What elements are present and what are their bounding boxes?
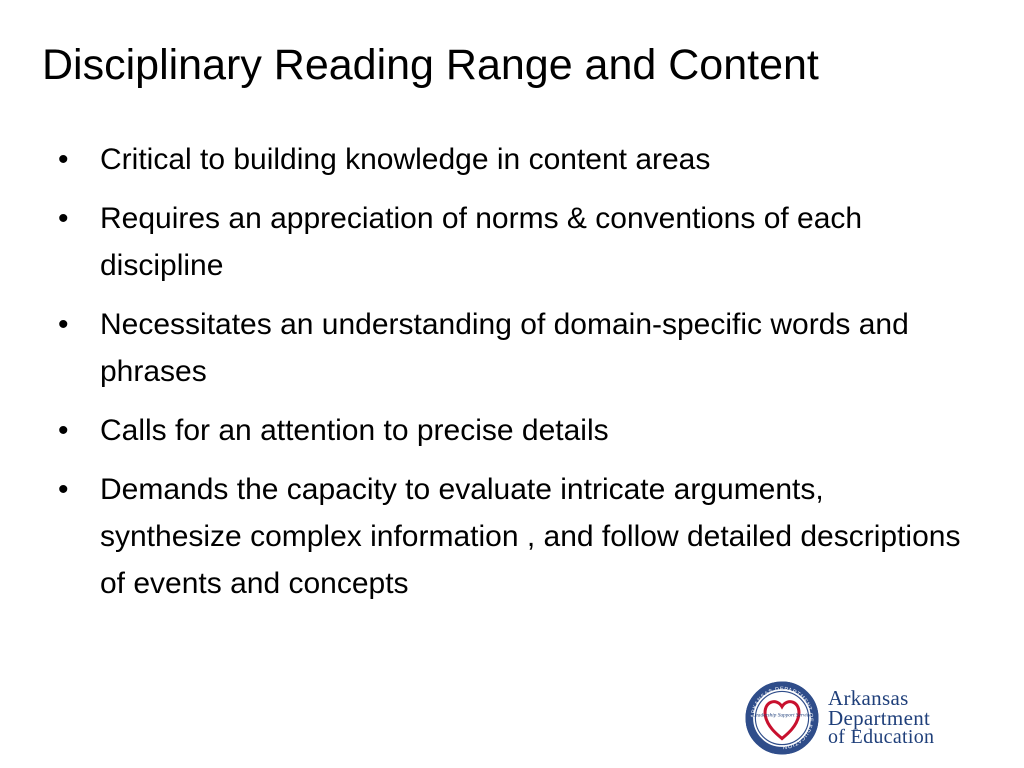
bullet-text: Critical to building knowledge in conten… xyxy=(100,143,711,176)
bullet-icon: • xyxy=(58,308,69,341)
bullet-list: • Critical to building knowledge in cont… xyxy=(58,136,970,619)
bullet-icon: • xyxy=(58,202,69,235)
bullet-item: • Critical to building knowledge in cont… xyxy=(58,136,970,183)
logo-line-3: of Education xyxy=(828,726,935,749)
logo-line-1: Arkansas xyxy=(828,685,909,710)
bullet-icon: • xyxy=(58,473,69,506)
bullet-item: • Requires an appreciation of norms & co… xyxy=(58,195,970,289)
bullet-icon: • xyxy=(58,414,69,447)
bullet-item: • Necessitates an understanding of domai… xyxy=(58,301,970,395)
logo-line-2: Department xyxy=(828,705,931,730)
logo-text: Arkansas Department of Education xyxy=(828,685,935,749)
bullet-text: Demands the capacity to evaluate intrica… xyxy=(100,473,961,600)
seal-inner-text: Leadership Support Service xyxy=(751,712,812,718)
arkansas-department-of-education-logo: ARKANSAS DEPARTMENT OF EDUCATION Leaders… xyxy=(744,681,984,755)
slide-title: Disciplinary Reading Range and Content xyxy=(42,41,819,89)
education-seal-icon: ARKANSAS DEPARTMENT OF EDUCATION Leaders… xyxy=(745,681,819,755)
bullet-text: Calls for an attention to precise detail… xyxy=(100,414,609,447)
bullet-text: Necessitates an understanding of domain-… xyxy=(100,308,909,388)
bullet-icon: • xyxy=(58,143,69,176)
bullet-text: Requires an appreciation of norms & conv… xyxy=(100,202,863,282)
bullet-item: • Calls for an attention to precise deta… xyxy=(58,407,970,454)
bullet-item: • Demands the capacity to evaluate intri… xyxy=(58,466,970,607)
